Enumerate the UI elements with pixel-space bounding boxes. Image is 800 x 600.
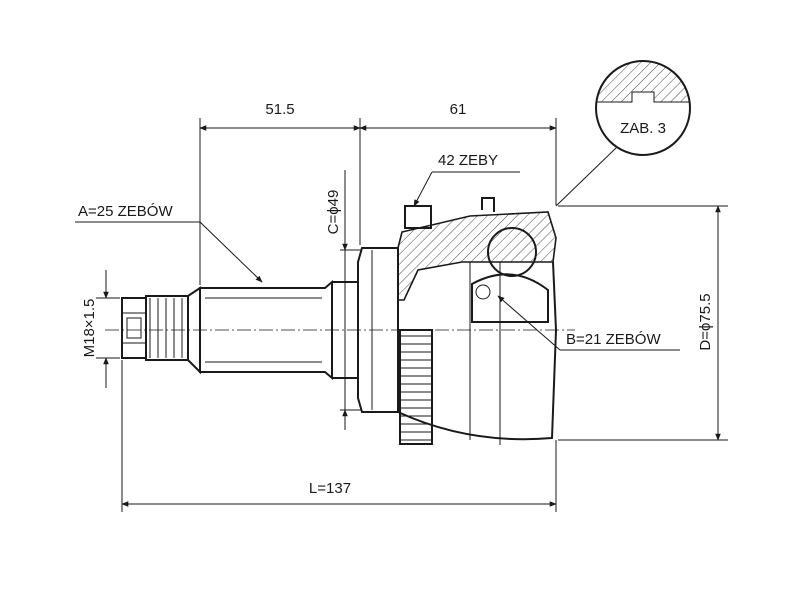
abs-ring [399, 329, 433, 445]
dim-label-top-right: 61 [450, 101, 467, 118]
detail-circle [595, 60, 691, 156]
label-dim-d: D=ϕ75.5 [697, 293, 714, 350]
label-teeth-42: 42 ZEBY [438, 152, 498, 169]
label-thread: M18×1.5 [81, 299, 98, 358]
joint-body [357, 197, 558, 445]
leaders [75, 147, 680, 351]
label-dim-c: C=ϕ49 [325, 190, 342, 235]
label-detail-ref: ZAB. 3 [620, 120, 666, 137]
dimensions [96, 118, 728, 512]
label-spline-b: B=21 ZEBÓW [566, 331, 661, 348]
dim-label-top-left: 51.5 [265, 101, 294, 118]
label-length-l: L=137 [309, 480, 351, 497]
label-spline-a: A=25 ZEBÓW [78, 203, 173, 220]
